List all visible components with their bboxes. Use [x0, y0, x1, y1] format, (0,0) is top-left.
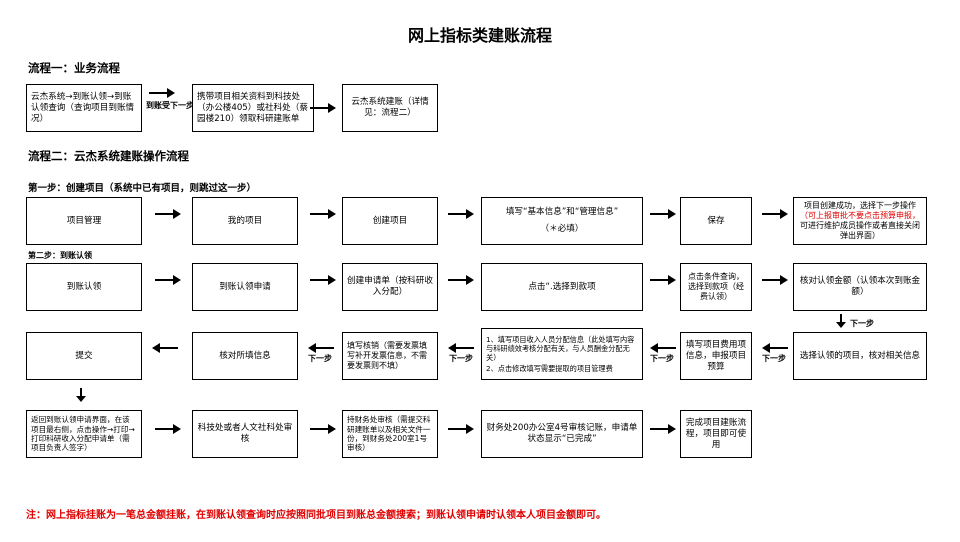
arrow-left-icon — [650, 343, 676, 353]
arrow-right-icon — [310, 424, 336, 434]
next-step-label: 下一步 — [449, 354, 473, 363]
box-condition-query: 点击条件查询，选择到款项（经费认领） — [680, 263, 752, 311]
arrow-right-icon — [650, 209, 676, 219]
flow2-heading: 流程二：云杰系统建账操作流程 — [28, 149, 189, 163]
arrow-right-icon — [762, 275, 788, 285]
arrow-left-icon — [308, 343, 334, 353]
box-create-application: 创建申请单（按科研收入分配） — [342, 263, 438, 311]
box-verify-amount: 核对认领金额（认领本次到账金额） — [793, 263, 927, 311]
box-save: 保存 — [680, 197, 752, 245]
box-finance-record: 财务处200办公室4号审核记账，申请单状态显示“已完成” — [481, 410, 643, 458]
step2-label: 第二步：到账认领 — [28, 251, 92, 260]
arrow-right-icon — [762, 209, 788, 219]
footer-note: 注：网上指标挂账为一笔总金额挂账，在到账认领查询时应按照同批项目到账总金额搜索；… — [26, 510, 606, 521]
arrow-right-icon — [310, 209, 336, 219]
arrow-right-icon — [155, 275, 181, 285]
box-my-projects: 我的项目 — [192, 197, 298, 245]
next-step-label: 下一步 — [762, 354, 786, 363]
arrow-right-icon — [650, 424, 676, 434]
arrow-right-icon — [650, 275, 676, 285]
next-step-label: 下一步 — [850, 319, 874, 328]
box-claim-application: 到账认领申请 — [192, 263, 298, 311]
box-project-management: 项目管理 — [26, 197, 142, 245]
box-office-review: 科技处或者人文社科处审核 — [192, 410, 298, 458]
box-print-form: 返回到账认领申请界面，在该项目最右侧，点击操作→打印→打印科研收入分配申请单（需… — [26, 410, 142, 458]
arrow-left-icon — [152, 343, 178, 353]
arrow-right-icon — [310, 103, 336, 113]
arrow-right-icon — [155, 209, 181, 219]
box-verify-info: 核对所填信息 — [192, 332, 298, 380]
box-submit: 提交 — [26, 332, 142, 380]
box-project-created: 项目创建成功，选择下一步操作（可上报审批不要点击预算申报，可进行维护成员操作或者… — [793, 197, 927, 245]
box-finance-review: 持财务处审核（需提交科研建账单以及相关文件一份，到财务处200室1号审核） — [342, 410, 438, 458]
arrow-right-icon — [448, 275, 474, 285]
flow1-box-query: 云杰系统→到账认领→到账认领查询（查询项目到账情况） — [26, 84, 142, 132]
arrow-down-icon — [76, 388, 86, 402]
arrow-right-icon — [149, 88, 175, 98]
arrow-down-icon — [836, 314, 846, 328]
arrow-right-icon — [310, 275, 336, 285]
box-create-project: 创建项目 — [342, 197, 438, 245]
arrow-right-icon — [448, 424, 474, 434]
arrow-right-icon — [155, 424, 181, 434]
arrow-left-icon — [762, 343, 788, 353]
box-complete: 完成项目建账流程，项目即可使用 — [680, 410, 752, 458]
flow1-arrow-label: 到账受下一步 — [146, 101, 194, 110]
box-budget: 填写项目费用项信息，申报项目预算 — [680, 332, 752, 380]
box-fill-info: 填写“基本信息”和“管理信息”（＊必填） — [481, 197, 643, 245]
next-step-label: 下一步 — [650, 354, 674, 363]
box-arrival-claim: 到账认领 — [26, 263, 142, 311]
box-select-project: 选择认领的项目，核对相关信息 — [793, 332, 927, 380]
flow1-heading: 流程一：业务流程 — [28, 61, 120, 75]
step1-label: 第一步：创建项目（系统中已有项目，则跳过这一步） — [28, 183, 257, 194]
flow1-box-collect: 携带项目相关资料到科技处（办公楼405）或社科处（蔡园楼210）领取科研建账单 — [192, 84, 314, 132]
box-select-payment: 点击“.选择到款项 — [481, 263, 643, 311]
flow1-box-system: 云杰系统建账（详情见：流程二） — [342, 84, 438, 132]
box-write-off: 填写核销（需要发票填写补开发票信息，不需要发票则不填） — [342, 332, 438, 380]
next-step-label: 下一步 — [308, 354, 332, 363]
arrow-right-icon — [448, 209, 474, 219]
page-title: 网上指标类建账流程 — [407, 26, 552, 45]
box-allocation-info: 1、填写项目收入人员分配信息（此处填写内容与科研绩效考核分配有关，与人员酬金分配… — [481, 328, 643, 380]
arrow-left-icon — [448, 343, 474, 353]
